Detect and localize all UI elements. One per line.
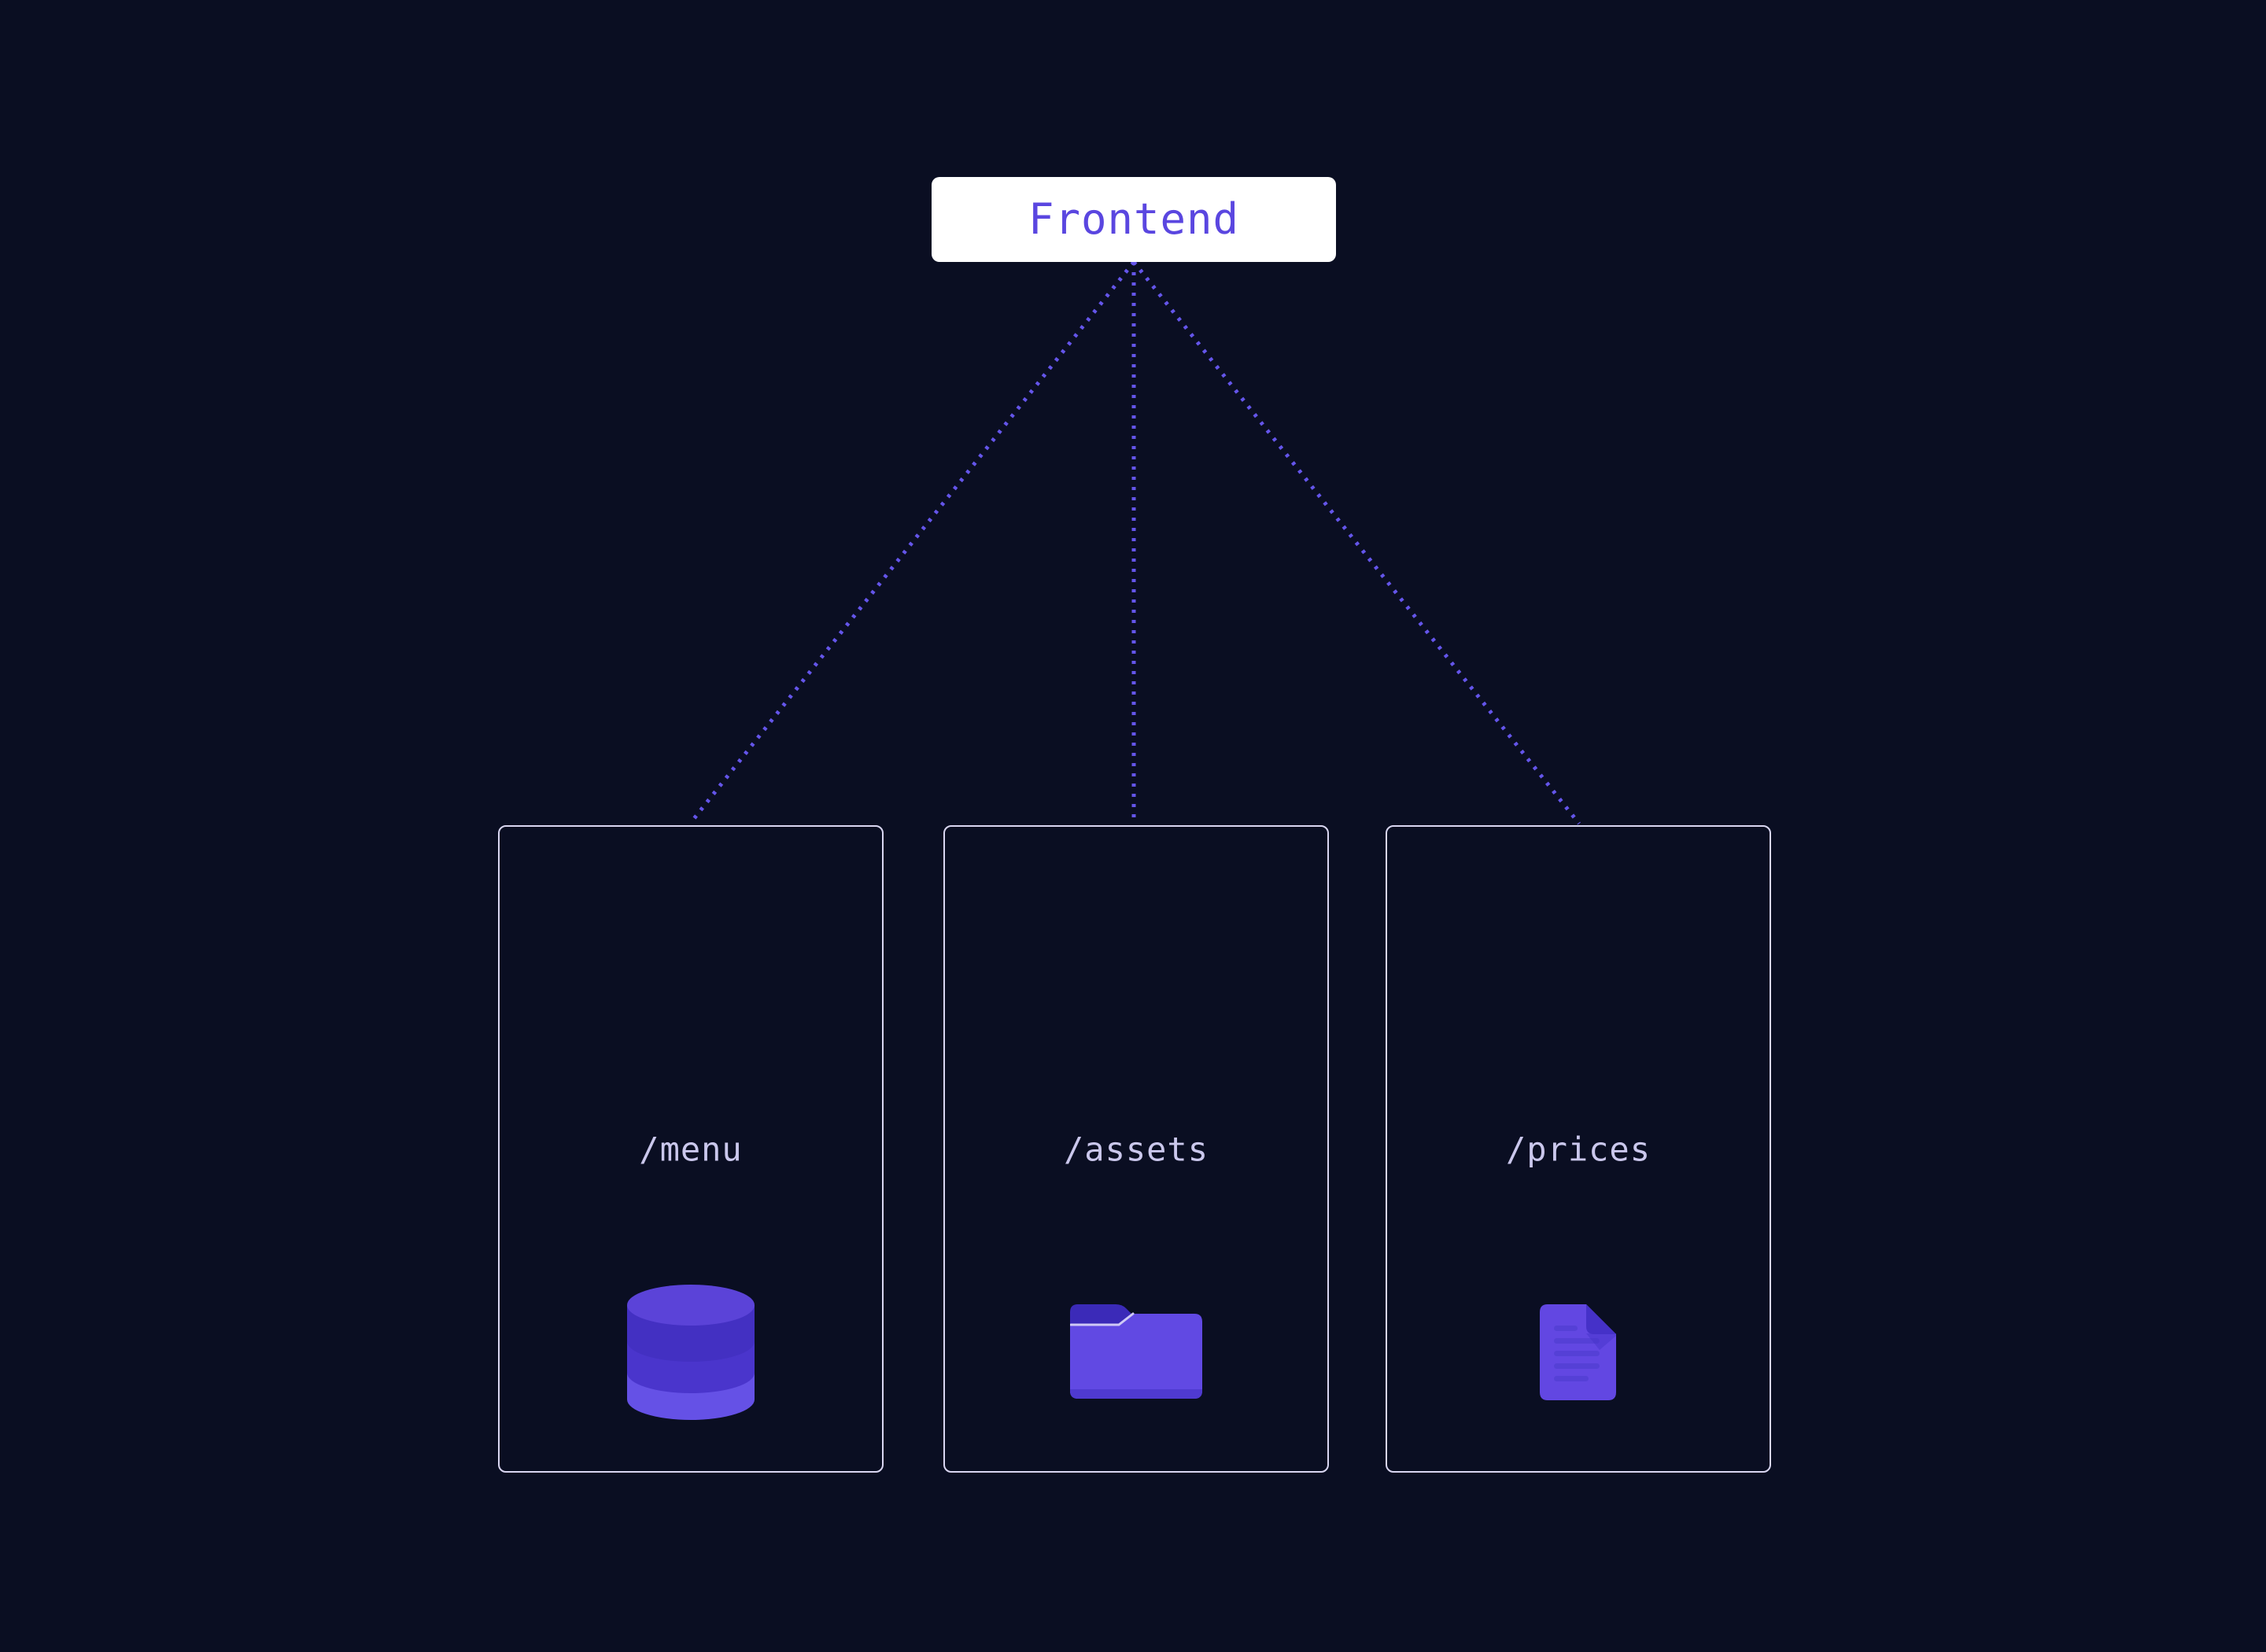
route-label: /assets — [1063, 1130, 1209, 1168]
frontend-node: Frontend — [932, 177, 1336, 262]
database-icon — [627, 1285, 755, 1420]
route-node-menu: /menu — [498, 825, 884, 1473]
connector-frontend-menu — [688, 260, 1135, 825]
route-label: /prices — [1505, 1130, 1652, 1168]
file-icon — [1540, 1304, 1617, 1400]
route-node-prices: /prices — [1386, 825, 1771, 1473]
frontend-node-label: Frontend — [1028, 194, 1240, 244]
route-label: /menu — [639, 1130, 743, 1168]
connector-frontend-prices — [1132, 260, 1581, 825]
route-node-assets: /assets — [943, 825, 1329, 1473]
folder-icon — [1069, 1304, 1202, 1400]
